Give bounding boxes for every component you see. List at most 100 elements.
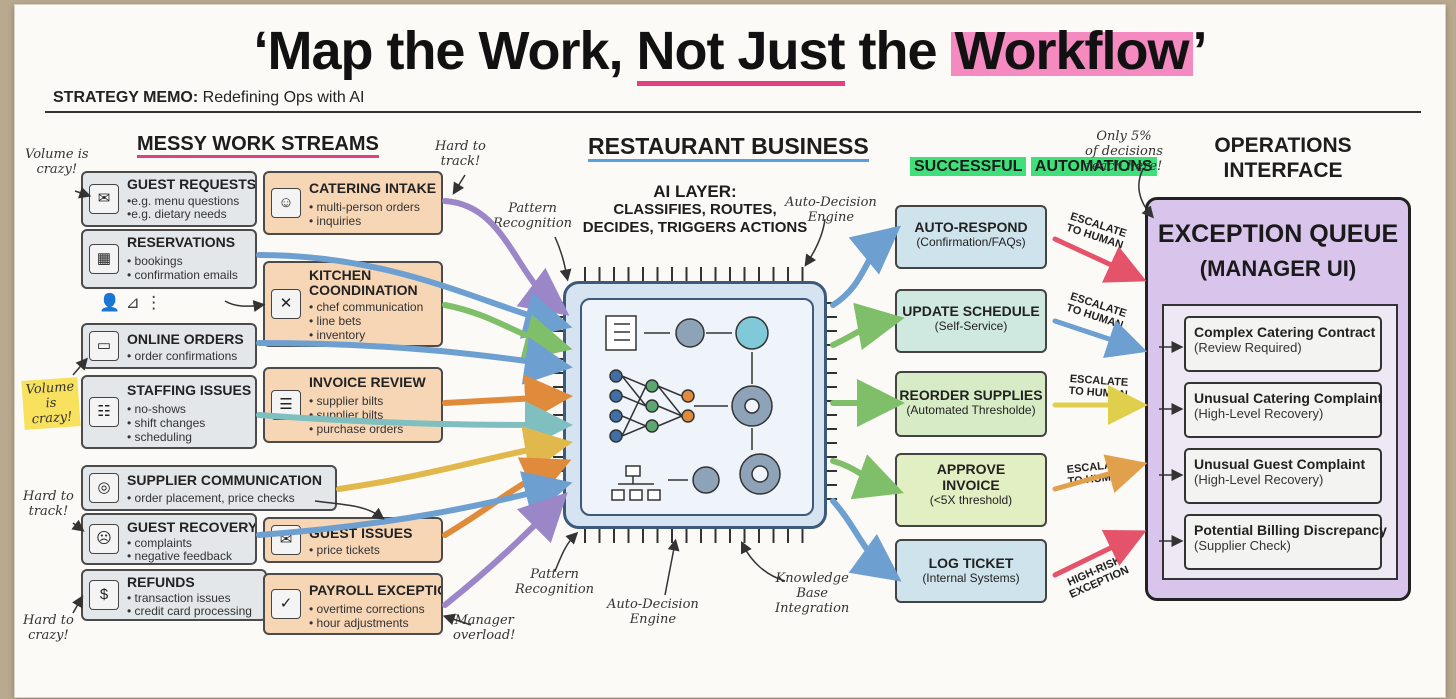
automation-desc: (<5X threshold) (929, 493, 1013, 507)
queue-item-title: Unusual Catering Complaint (1194, 390, 1383, 406)
automation-desc: (Automated Thresholde) (906, 403, 1036, 417)
arrow-only5 (1138, 168, 1154, 219)
small-gear-icon (692, 466, 720, 494)
automation-desc: (Confirmation/FAQs) (916, 235, 1026, 249)
arrow-hard-bottom (72, 595, 84, 614)
brain-icon (735, 316, 769, 350)
automation-auto-respond: AUTO-RESPOND (Confirmation/FAQs) (895, 205, 1047, 269)
sad-face-icon: ☹ (89, 524, 119, 554)
arrow-escalate-1 (1052, 236, 1147, 283)
queue-item-desc: (Review Required) (1194, 340, 1302, 355)
title-part-4: Workflow (950, 21, 1193, 81)
stream-desc: • bookings (127, 254, 183, 268)
title-divider (45, 111, 1421, 113)
title-part-5: ’ (1192, 21, 1208, 81)
stream-desc: • chef communication (309, 300, 424, 314)
automation-desc: (Internal Systems) (922, 571, 1020, 585)
stream-title: SUPPLIER COMMUNICATION (127, 472, 322, 488)
automations-header-line2: AUTOMATIONS (1030, 157, 1157, 176)
ai-layer-line3: DECIDES, TRIGGERS ACTIONS (582, 219, 808, 236)
automation-title: LOG TICKET (928, 555, 1014, 571)
stream-title: PAYROLL EXCEPTIONS (309, 582, 441, 598)
arrow-manager (442, 613, 472, 626)
gear-icon (675, 318, 705, 348)
stream-title: REFUNDS (127, 574, 195, 590)
queue-item[interactable]: Complex Catering Contract (Review Requir… (1184, 316, 1382, 372)
fork-knife-icon: ✕ (271, 289, 301, 319)
section-messy-work-streams: MESSY WORK STREAMS (137, 133, 379, 158)
coins-icon: ◎ (89, 473, 119, 503)
ai-chip (563, 281, 827, 529)
memo-subtitle: STRATEGY MEMO: Redefining Ops with AI (53, 89, 365, 107)
stream-desc: • no-shows (127, 402, 186, 416)
stream-desc: • confirmation emails (127, 268, 238, 282)
arrow-knowledge (740, 540, 786, 582)
ai-chip-core (580, 298, 814, 516)
ops-header-line1: OPERATIONS (1214, 134, 1352, 157)
stream-desc: • price tickets (309, 543, 380, 557)
stream-refunds: $ REFUNDS • transaction issues • credit … (81, 569, 267, 621)
automation-title: APPROVE INVOICE (936, 461, 1006, 493)
calendar-icon: ▦ (89, 244, 119, 274)
ai-layer-line2: CLASSIFIES, ROUTES, (613, 201, 777, 218)
business-header-text: RESTAURANT BUSINESS (588, 133, 869, 162)
arrow-to-approve (830, 454, 904, 500)
stream-desc: • overtime corrections (309, 602, 425, 616)
money-hand-icon: $ (89, 580, 119, 610)
stream-desc: • inventory (309, 328, 366, 342)
clipboard-check-icon: ✓ (271, 589, 301, 619)
envelope-icon: ✉ (89, 184, 119, 214)
stream-staffing-issues: ☷ STAFFING ISSUES • no-shows • shift cha… (81, 375, 257, 449)
title-part-1: ‘Map the Work, (253, 21, 637, 81)
stream-desc: • inquiries (309, 214, 362, 228)
queue-item-desc: (Supplier Check) (1194, 538, 1291, 553)
stream-desc: • order placement, price checks (127, 491, 295, 505)
queue-item-title: Complex Catering Contract (1194, 324, 1376, 340)
section-successful-automations: SUCCESSFUL AUTOMATIONS (910, 157, 1157, 176)
automations-header-line1: SUCCESSFUL (910, 157, 1027, 176)
queue-item[interactable]: Unusual Catering Complaint (High-Level R… (1184, 382, 1382, 438)
ops-header-line2: INTERFACE (1223, 159, 1343, 182)
arrow-escalate-2 (1052, 318, 1148, 359)
arrow-to-update-schedule (830, 302, 905, 350)
automation-desc: (Self-Service) (934, 319, 1008, 333)
stream-desc: • scheduling (127, 430, 192, 444)
note-auto-decision-bottom: Auto-Decision Engine (607, 597, 699, 627)
arrow-invoice (442, 374, 573, 423)
queue-title: EXCEPTION QUEUE (1157, 220, 1399, 248)
stream-desc: • line bets (309, 314, 362, 328)
stream-guest-recovery: ☹ GUEST RECOVERY • complaints • negative… (81, 513, 257, 565)
arrow-high-risk (1052, 529, 1147, 578)
note-volume-crazy-top: Volume is crazy! (25, 147, 89, 177)
title-part-3: the (844, 21, 951, 81)
note-only-five-percent: Only 5% of decisions reach here! (1085, 129, 1163, 174)
queue-item-desc: (High-Level Recovery) (1194, 472, 1324, 487)
queue-item[interactable]: Potential Billing Discrepancy (Supplier … (1184, 514, 1387, 570)
stream-title: STAFFING ISSUES (127, 382, 252, 398)
stream-desc: • transaction issues (127, 591, 231, 605)
memo-sheet: ‘Map the Work, Not Just the Workflow’ ST… (14, 4, 1446, 698)
stream-reservations: ▦ RESERVATIONS • bookings • confirmation… (81, 229, 257, 289)
stream-desc: •e.g. menu questions (127, 194, 240, 208)
stream-title: ONLINE ORDERS (127, 331, 244, 347)
queue-item[interactable]: Unusual Guest Complaint (High-Level Reco… (1184, 448, 1382, 504)
arrow-supplier (336, 426, 573, 492)
page-title: ‘Map the Work, Not Just the Workflow’ (15, 21, 1445, 86)
note-hard-to-crazy: Hard to crazy! (23, 613, 74, 643)
queue-subtitle: (MANAGER UI) (1199, 256, 1357, 281)
messy-header-text: MESSY WORK STREAMS (137, 133, 379, 158)
stream-title: GUEST RECOVERY (127, 519, 257, 535)
stream-desc: • shift changes (127, 416, 206, 430)
stream-invoice-review: ☰ INVOICE REVIEW • supplier bilts • supp… (263, 367, 443, 443)
ai-layer-line1: AI LAYER: (653, 182, 737, 201)
exception-queue-panel: EXCEPTION QUEUE (MANAGER UI) Complex Cat… (1145, 197, 1411, 601)
list-icon (605, 315, 637, 351)
title-part-2: Not Just (636, 21, 846, 86)
stream-guest-requests: ✉ GUEST REQUESTS •e.g. menu questions •e… (81, 171, 257, 227)
queue-item-title: Unusual Guest Complaint (1194, 456, 1366, 472)
stream-kitchen-coordination: ✕ KITCHEN COONDINATION • chef communicat… (263, 261, 443, 347)
arrow-reservations (256, 252, 573, 339)
automation-update-schedule: UPDATE SCHEDULE (Self-Service) (895, 289, 1047, 353)
note-knowledge-base: Knowledge Base Integration (775, 571, 850, 616)
stream-title: CATERING INTAKE (309, 180, 437, 196)
